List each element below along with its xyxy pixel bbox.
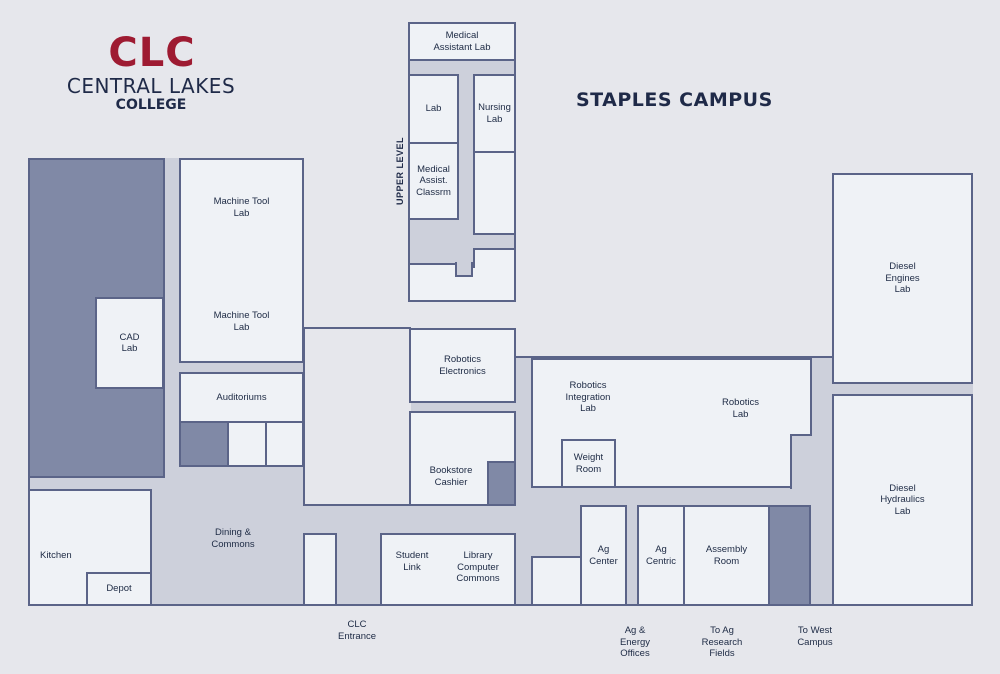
- room-weight-room[interactable]: Weight Room: [561, 439, 616, 488]
- kitchen-label: Kitchen: [40, 550, 72, 561]
- room-medical-assist-classrm[interactable]: Medical Assist. Classrm: [408, 142, 459, 220]
- room-diesel-engines-lab[interactable]: Diesel Engines Lab: [832, 173, 973, 384]
- room-auditoriums[interactable]: Auditoriums: [179, 372, 304, 423]
- library-computer-commons-label: Library Computer Commons: [456, 550, 500, 584]
- machine-tool-lab-label-2: Machine Tool Lab: [213, 310, 270, 333]
- room-assembly-room[interactable]: Assembly Room: [683, 505, 770, 606]
- map-title: STAPLES CAMPUS: [576, 89, 773, 111]
- room-ag-unlabeled[interactable]: [531, 556, 582, 606]
- room-robotics-electronics[interactable]: Robotics Electronics: [409, 328, 516, 403]
- room-nursing-lab[interactable]: Nursing Lab: [473, 74, 516, 153]
- room-ag-centric[interactable]: Ag Centric: [637, 505, 685, 606]
- exit-to-west-campus[interactable]: To West Campus: [797, 625, 833, 648]
- room-medical-assistant-lab[interactable]: Medical Assistant Lab: [408, 22, 516, 61]
- floor-top-edge-robotics: [516, 356, 834, 358]
- room-depot[interactable]: Depot: [86, 572, 152, 606]
- room-auditorium-small-1[interactable]: [227, 421, 267, 467]
- courtyard: [303, 327, 411, 506]
- clc-logo-abbr: CLC: [108, 30, 196, 76]
- student-link-label: Student Link: [395, 550, 429, 573]
- restricted-auditorium-area: [179, 421, 229, 467]
- room-diesel-hydraulics-lab[interactable]: Diesel Hydraulics Lab: [832, 394, 973, 606]
- robotics-lab-label: Robotics Lab: [722, 397, 759, 420]
- room-upper-unlabeled-bottom-right: [473, 248, 516, 268]
- room-cad-lab[interactable]: CAD Lab: [95, 297, 164, 389]
- clc-logo-name: CENTRAL LAKES: [66, 74, 236, 98]
- exit-clc-entrance[interactable]: CLC Entrance: [337, 619, 377, 642]
- robotics-integration-lab-label: Robotics Integration Lab: [565, 380, 611, 414]
- restricted-assembly-area: [768, 505, 811, 606]
- room-machine-tool-lab[interactable]: Machine Tool Lab Machine Tool Lab: [179, 158, 304, 363]
- exit-ag-energy-offices[interactable]: Ag & Energy Offices: [619, 625, 651, 659]
- upper-level-label: UPPER LEVEL: [395, 136, 405, 205]
- room-lab[interactable]: Lab: [408, 74, 459, 144]
- clc-logo-sub: COLLEGE: [115, 97, 187, 113]
- exit-to-ag-research-fields[interactable]: To Ag Research Fields: [701, 625, 743, 659]
- room-auditorium-small-2[interactable]: [265, 421, 304, 467]
- room-ag-center[interactable]: Ag Center: [580, 505, 627, 606]
- upper-corridor-notch: [455, 262, 473, 277]
- room-student-link-library[interactable]: Student Link Library Computer Commons: [380, 533, 516, 606]
- restricted-bookstore-area: [487, 461, 516, 506]
- room-entrance-vestibule[interactable]: [303, 533, 337, 606]
- room-upper-unlabeled-1[interactable]: [473, 151, 516, 235]
- area-dining-commons[interactable]: Dining & Commons: [211, 527, 255, 550]
- bookstore-cashier-label: Bookstore Cashier: [429, 465, 473, 488]
- machine-tool-lab-label-1: Machine Tool Lab: [213, 196, 270, 219]
